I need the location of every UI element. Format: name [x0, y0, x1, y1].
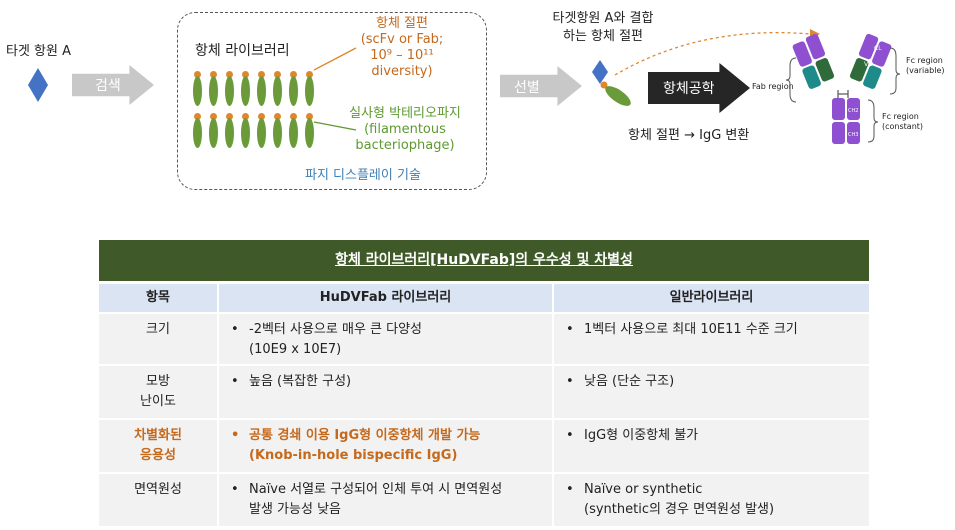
fc-variable-label: Fc region (variable): [906, 56, 945, 75]
svg-text:CL: CL: [874, 45, 882, 52]
engineering-label: 항체공학: [663, 81, 715, 97]
row-item: 크기: [99, 314, 217, 364]
target-antigen-label: 타겟 항원 A: [6, 44, 71, 59]
row-hudv: 공통 경쇄 이용 IgG형 이중항체 개발 가능 (Knob-in-hole b…: [219, 420, 552, 472]
svg-text:VL: VL: [864, 61, 872, 68]
bound-fragment-icon: [592, 60, 631, 106]
table-row: 면역원성 Naïve 서열로 구성되어 인체 투여 시 면역원성 발생 가능성 …: [99, 474, 869, 526]
table-title: 항체 라이브러리[HuDVFab]의 우수성 및 차별성: [99, 240, 869, 281]
row-hudv: -2벡터 사용으로 매우 큰 다양성 (10E9 x 10E7): [219, 314, 552, 364]
header-item: 항목: [99, 284, 217, 312]
fc-constant-label: Fc region (constant): [882, 112, 924, 131]
table-row: 크기 -2벡터 사용으로 매우 큰 다양성 (10E9 x 10E7) 1벡터 …: [99, 314, 869, 364]
phage-label: 실사형 박테리오파지 (filamentous bacteriophage): [349, 106, 461, 153]
table-row: 차별화된 응용성 공통 경쇄 이용 IgG형 이중항체 개발 가능 (Knob-…: [99, 420, 869, 472]
select-label: 선별: [514, 80, 540, 96]
table-header-row: 항목 HuDVFab 라이브러리 일반라이브러리: [99, 284, 869, 312]
library-box: [177, 12, 487, 190]
fab-region-label: Fab region: [752, 82, 794, 91]
binding-label: 타겟항원 A와 결합 하는 항체 절편: [552, 11, 654, 44]
table-row: 모방 난이도 높음 (복잡한 구성) 낮음 (단순 구조): [99, 366, 869, 418]
row-general: 1벡터 사용으로 최대 10E11 수준 크기: [554, 314, 869, 364]
select-arrow: [500, 66, 582, 106]
search-label: 검색: [95, 78, 121, 94]
antibody-fragment-label: 항체 절편 (scFv or Fab; 10⁹ – 10¹¹ diversity…: [360, 16, 444, 79]
phage-display-label: 파지 디스플레이 기술: [305, 168, 421, 183]
svg-text:CH3: CH3: [848, 132, 858, 138]
row-item: 차별화된 응용성: [99, 420, 217, 472]
header-general: 일반라이브러리: [554, 284, 869, 312]
antigen-diamond-icon: [28, 68, 48, 102]
library-title: 항체 라이브러리: [195, 43, 290, 59]
row-general: Naïve or synthetic (synthetic의 경우 면역원성 발…: [554, 474, 869, 526]
igg-antibody-icon: CL VL CH2 CH3: [785, 33, 901, 144]
row-general: 낮음 (단순 구조): [554, 366, 869, 418]
conversion-label: 항체 절편 → IgG 변환: [628, 128, 750, 143]
row-hudv: Naïve 서열로 구성되어 인체 투여 시 면역원성 발생 가능성 낮음: [219, 474, 552, 526]
row-item: 면역원성: [99, 474, 217, 526]
header-hudv: HuDVFab 라이브러리: [219, 284, 552, 312]
pointer-lines: [313, 47, 357, 131]
svg-text:CH2: CH2: [848, 108, 858, 114]
row-item: 모방 난이도: [99, 366, 217, 418]
row-general: IgG형 이중항체 불가: [554, 420, 869, 472]
row-hudv: 높음 (복잡한 구성): [219, 366, 552, 418]
